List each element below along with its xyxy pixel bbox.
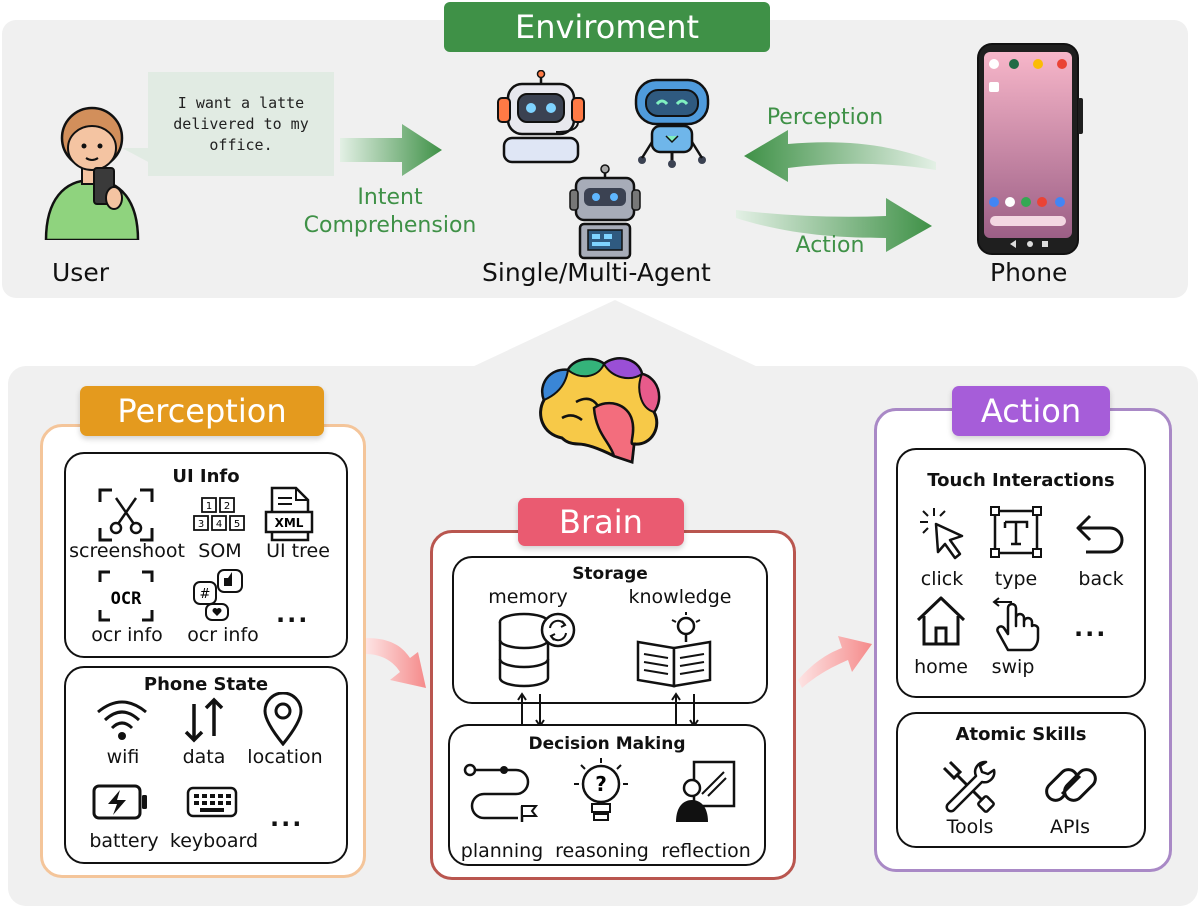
decision-item-label: planning [460,840,544,862]
touch-interactions-box: Touch Interactions [896,448,1146,698]
som-digit: 5 [234,519,240,530]
som-digit: 2 [224,501,230,512]
wifi-icon [97,700,147,740]
atomic-skills-box: Atomic Skills [896,712,1146,848]
flow-arrow-to-brain-icon [366,638,426,688]
robot-blue-icon [634,78,710,168]
speech-bubble: I want a latte delivered to my office. [148,72,334,176]
intent-arrow-icon [340,124,442,176]
touch-more: ... [1074,614,1108,642]
touch-item-label: home [914,656,968,678]
environment-title: Enviroment [444,2,770,52]
action-title: Action [952,386,1110,436]
touch-item-label: swip [991,656,1035,678]
atomic-item-label: APIs [1050,816,1090,838]
storage-item-label: memory [488,586,568,608]
ocr-icon-text: OCR [111,589,142,609]
phone-state-item-label: battery [89,830,159,852]
screenshot-icon [98,488,154,542]
api-link-icon [1045,768,1097,802]
social-tags-icon: # [193,569,243,621]
back-arrow-icon [1076,514,1124,554]
ui-info-item-label: ocr info [91,624,163,646]
swipe-hand-icon [992,597,1040,652]
xml-icon-text: XML [275,516,304,530]
phone-arrows-icon [736,130,936,252]
battery-charging-icon [92,784,147,820]
som-digit: 1 [206,501,212,512]
touch-interactions-title: Touch Interactions [927,470,1115,491]
svg-text:#: # [200,587,211,602]
perception-title: Perception [80,386,324,436]
type-text-icon [990,506,1042,558]
reflection-board-icon [676,760,736,822]
phone-label: Phone [990,258,1068,287]
user-icon [44,106,140,240]
home-icon [916,596,966,646]
speech-bubble-tail [122,148,152,164]
ui-info-item-label: UI tree [266,540,330,562]
phone-icon [977,43,1083,255]
tools-icon [942,760,996,813]
action-arrow-label: Action [795,233,865,258]
brain-icon [539,357,661,465]
flow-arrow-to-action-icon [798,636,872,688]
touch-item-label: back [1078,568,1124,590]
ui-info-box: UI Info [64,452,348,658]
som-icon: 1 2 3 4 5 [193,497,245,531]
phone-state-title: Phone State [143,674,269,695]
touch-item-label: type [994,568,1038,590]
decision-making-title: Decision Making [528,734,686,754]
phone-state-item-label: data [182,746,226,768]
brain-title: Brain [518,498,684,546]
touch-item-label: click [920,568,964,590]
robot-headset-icon [497,70,585,164]
ui-info-item-label: screenshoot [69,540,185,562]
speech-text: I want a latte delivered to my office. [173,93,309,154]
data-transfer-icon [184,697,224,743]
user-label: User [52,258,109,287]
phone-state-more: ... [270,804,304,832]
planning-path-icon [463,763,539,822]
som-digit: 4 [216,519,222,530]
som-digit: 3 [198,519,204,530]
agent-label: Single/Multi-Agent [482,258,711,287]
perception-arrow-label: Perception [766,105,884,130]
intent-comprehension-label: Intent Comprehension [303,185,477,238]
callout-wedge [470,300,760,368]
decision-item-label: reflection [661,840,751,862]
ui-info-more: ... [276,600,310,628]
book-idea-icon [636,612,712,688]
click-cursor-icon [920,508,964,560]
ui-info-item-label: SOM [198,540,242,562]
ui-info-item-label: ocr info [187,624,259,646]
phone-state-item-label: wifi [106,746,140,768]
reasoning-bulb-icon: ? [574,758,628,821]
xml-file-icon: XML [264,486,314,542]
phone-state-item-label: location [247,746,323,768]
ocr-icon: OCR [98,570,154,622]
phone-state-box: Phone State [64,666,348,864]
database-sync-icon [498,612,576,688]
phone-state-item-label: keyboard [169,830,259,852]
atomic-item-label: Tools [946,816,994,838]
robot-grey-icon [569,164,641,260]
svg-text:?: ? [595,772,607,796]
ui-info-title: UI Info [172,466,240,487]
storage-title: Storage [572,564,648,584]
atomic-skills-title: Atomic Skills [955,724,1087,745]
keyboard-icon [186,786,238,818]
location-pin-icon [263,692,303,746]
storage-item-label: knowledge [628,586,732,608]
decision-item-label: reasoning [555,840,649,862]
